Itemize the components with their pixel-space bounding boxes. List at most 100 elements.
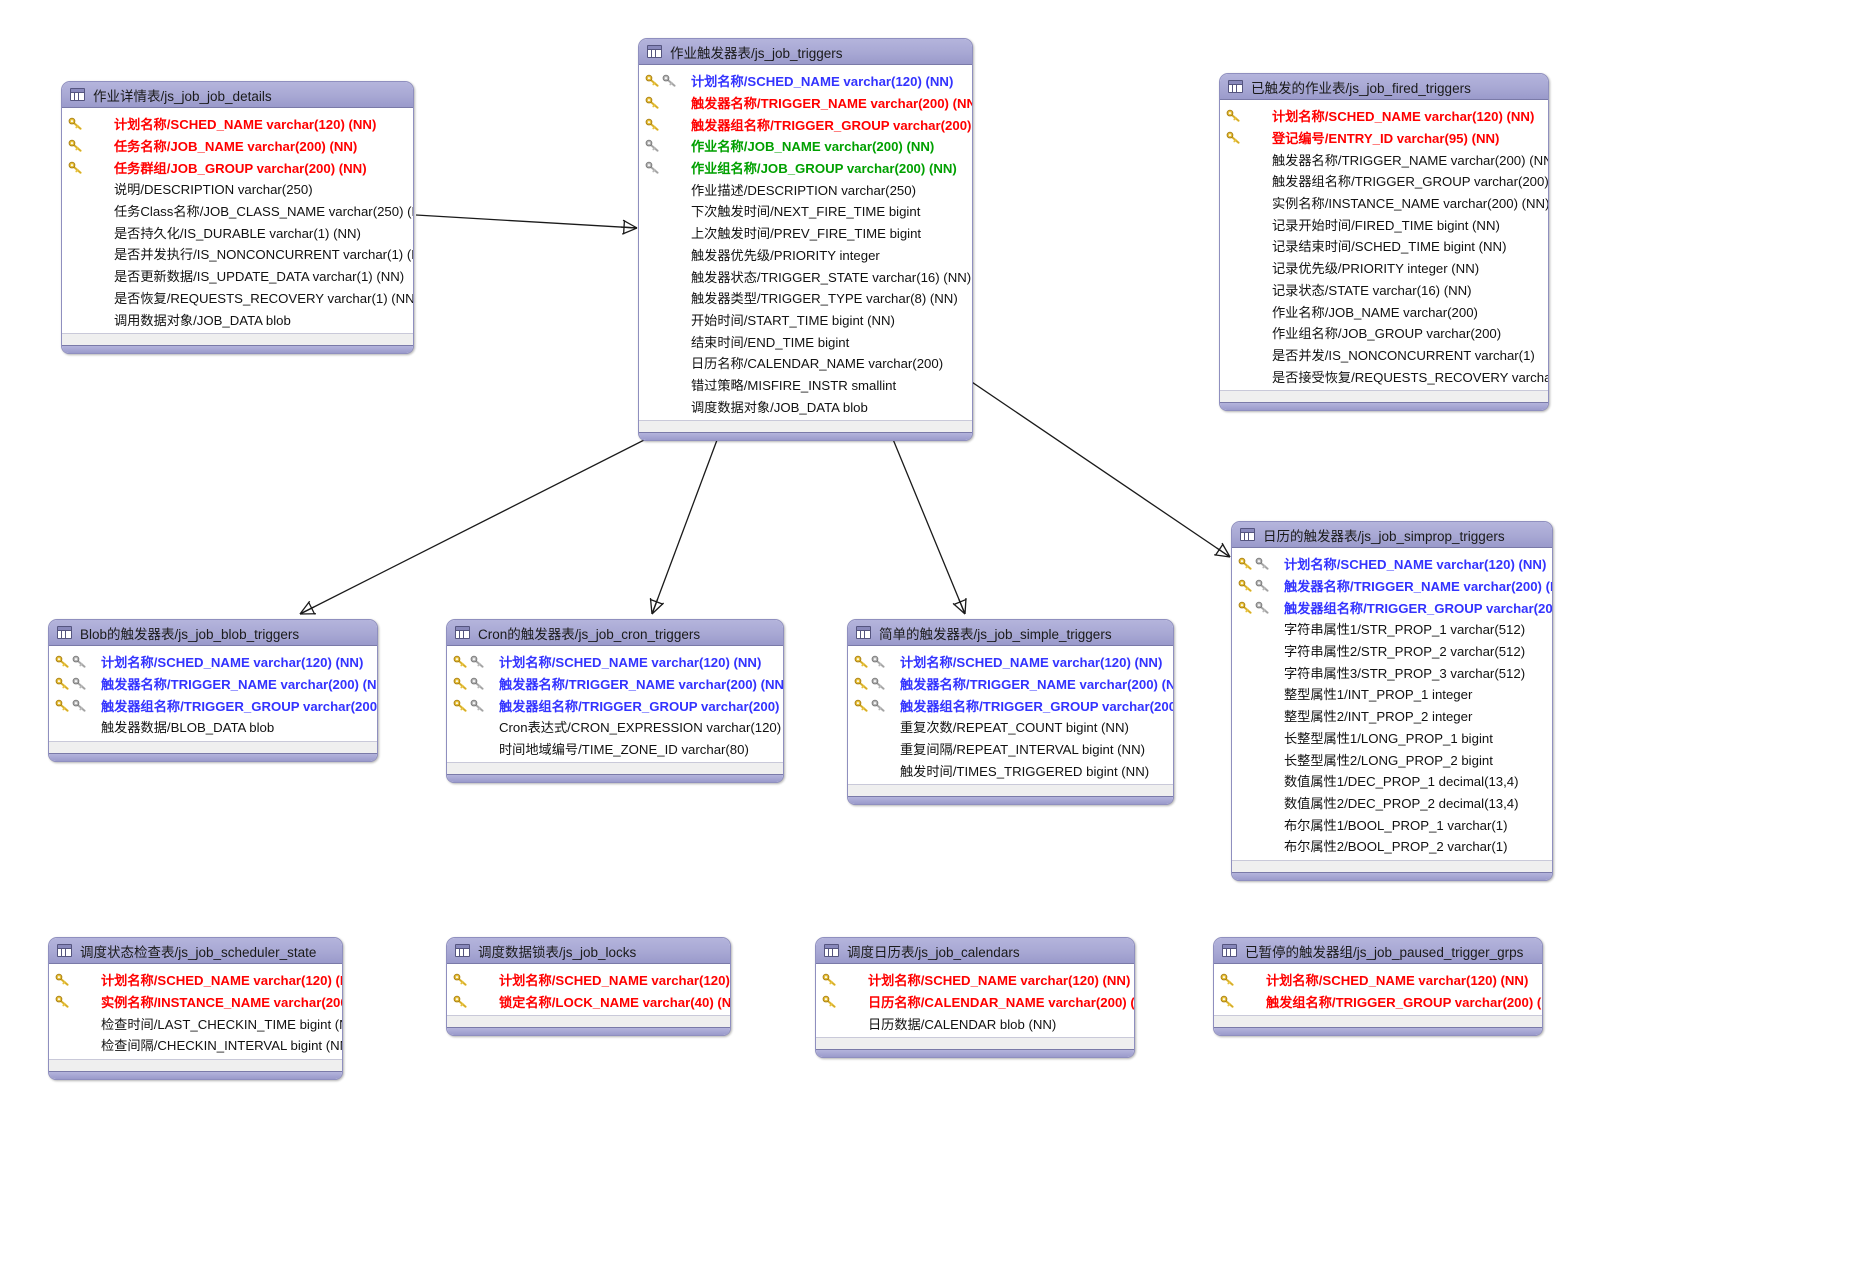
column-row[interactable]: 长整型属性2/LONG_PROP_2 bigint	[1232, 748, 1552, 770]
column-row[interactable]: 计划名称/SCHED_NAME varchar(120) (NN)	[1220, 105, 1548, 127]
column-row[interactable]: 错过策略/MISFIRE_INSTR smallint	[639, 374, 972, 396]
column-row[interactable]: 计划名称/SCHED_NAME varchar(120) (NN)	[639, 70, 972, 92]
entity-header[interactable]: 调度状态检查表/js_job_scheduler_state	[49, 938, 342, 964]
entity-header[interactable]: 作业详情表/js_job_job_details	[62, 82, 413, 108]
column-row[interactable]: 触发器名称/TRIGGER_NAME varchar(200) (NN)	[848, 673, 1173, 695]
column-row[interactable]: 触发器组名称/TRIGGER_GROUP varchar(200) (NN)	[1232, 596, 1552, 618]
column-row[interactable]: 下次触发时间/NEXT_FIRE_TIME bigint	[639, 200, 972, 222]
entity-header[interactable]: Blob的触发器表/js_job_blob_triggers	[49, 620, 377, 646]
column-row[interactable]: 作业名称/JOB_NAME varchar(200)	[1220, 300, 1548, 322]
column-row[interactable]: 是否并发执行/IS_NONCONCURRENT varchar(1) (NN)	[62, 243, 413, 265]
column-row[interactable]: 日历名称/CALENDAR_NAME varchar(200) (NN)	[816, 991, 1134, 1013]
entity-header[interactable]: 日历的触发器表/js_job_simprop_triggers	[1232, 522, 1552, 548]
column-row[interactable]: 数值属性1/DEC_PROP_1 decimal(13,4)	[1232, 770, 1552, 792]
column-row[interactable]: 计划名称/SCHED_NAME varchar(120) (NN)	[447, 969, 730, 991]
column-row[interactable]: 触发器组名称/TRIGGER_GROUP varchar(200) (NN)	[447, 694, 783, 716]
column-row[interactable]: 计划名称/SCHED_NAME varchar(120) (NN)	[62, 113, 413, 135]
column-row[interactable]: 触发器名称/TRIGGER_NAME varchar(200) (NN)	[1232, 575, 1552, 597]
entity-blob_triggers[interactable]: Blob的触发器表/js_job_blob_triggers 计划名称/SCHE…	[48, 619, 378, 762]
column-row[interactable]: Cron表达式/CRON_EXPRESSION varchar(120) (NN…	[447, 716, 783, 738]
column-row[interactable]: 计划名称/SCHED_NAME varchar(120) (NN)	[1232, 553, 1552, 575]
column-row[interactable]: 计划名称/SCHED_NAME varchar(120) (NN)	[447, 651, 783, 673]
entity-header[interactable]: 已暂停的触发器组/js_job_paused_trigger_grps	[1214, 938, 1542, 964]
column-row[interactable]: 字符串属性1/STR_PROP_1 varchar(512)	[1232, 618, 1552, 640]
entity-fired_triggers[interactable]: 已触发的作业表/js_job_fired_triggers 计划名称/SCHED…	[1219, 73, 1549, 411]
entity-calendars[interactable]: 调度日历表/js_job_calendars 计划名称/SCHED_NAME v…	[815, 937, 1135, 1059]
entity-job_details[interactable]: 作业详情表/js_job_job_details 计划名称/SCHED_NAME…	[61, 81, 414, 354]
column-row[interactable]: 记录状态/STATE varchar(16) (NN)	[1220, 279, 1548, 301]
column-row[interactable]: 是否持久化/IS_DURABLE varchar(1) (NN)	[62, 221, 413, 243]
column-row[interactable]: 长整型属性1/LONG_PROP_1 bigint	[1232, 727, 1552, 749]
column-row[interactable]: 计划名称/SCHED_NAME varchar(120) (NN)	[816, 969, 1134, 991]
column-row[interactable]: 日历名称/CALENDAR_NAME varchar(200)	[639, 352, 972, 374]
column-row[interactable]: 实例名称/INSTANCE_NAME varchar(200) (NN)	[1220, 192, 1548, 214]
entity-paused_trigger_grps[interactable]: 已暂停的触发器组/js_job_paused_trigger_grps 计划名称…	[1213, 937, 1543, 1037]
column-row[interactable]: 触发器状态/TRIGGER_STATE varchar(16) (NN)	[639, 265, 972, 287]
column-row[interactable]: 触发组名称/TRIGGER_GROUP varchar(200) (NN)	[1214, 991, 1542, 1013]
column-row[interactable]: 计划名称/SCHED_NAME varchar(120) (NN)	[49, 651, 377, 673]
column-row[interactable]: 触发器组名称/TRIGGER_GROUP varchar(200) (NN)	[639, 113, 972, 135]
column-row[interactable]: 布尔属性2/BOOL_PROP_2 varchar(1)	[1232, 835, 1552, 857]
column-row[interactable]: 数值属性2/DEC_PROP_2 decimal(13,4)	[1232, 792, 1552, 814]
column-row[interactable]: 重复次数/REPEAT_COUNT bigint (NN)	[848, 716, 1173, 738]
column-row[interactable]: 检查间隔/CHECKIN_INTERVAL bigint (NN)	[49, 1034, 342, 1056]
column-row[interactable]: 作业名称/JOB_NAME varchar(200) (NN)	[639, 135, 972, 157]
column-row[interactable]: 计划名称/SCHED_NAME varchar(120) (NN)	[848, 651, 1173, 673]
column-row[interactable]: 触发器组名称/TRIGGER_GROUP varchar(200) (NN)	[1220, 170, 1548, 192]
column-row[interactable]: 是否接受恢复/REQUESTS_RECOVERY varchar(1)	[1220, 365, 1548, 387]
column-row[interactable]: 上次触发时间/PREV_FIRE_TIME bigint	[639, 222, 972, 244]
column-row[interactable]: 触发器组名称/TRIGGER_GROUP varchar(200) (NN)	[848, 694, 1173, 716]
entity-triggers[interactable]: 作业触发器表/js_job_triggers 计划名称/SCHED_NAME v…	[638, 38, 973, 441]
column-row[interactable]: 触发器类型/TRIGGER_TYPE varchar(8) (NN)	[639, 287, 972, 309]
column-row[interactable]: 调度数据对象/JOB_DATA blob	[639, 395, 972, 417]
column-row[interactable]: 说明/DESCRIPTION varchar(250)	[62, 178, 413, 200]
entity-header[interactable]: 简单的触发器表/js_job_simple_triggers	[848, 620, 1173, 646]
column-row[interactable]: 整型属性1/INT_PROP_1 integer	[1232, 683, 1552, 705]
column-row[interactable]: 是否并发/IS_NONCONCURRENT varchar(1)	[1220, 344, 1548, 366]
column-row[interactable]: 任务群组/JOB_GROUP varchar(200) (NN)	[62, 156, 413, 178]
column-row[interactable]: 字符串属性3/STR_PROP_3 varchar(512)	[1232, 661, 1552, 683]
entity-header[interactable]: 调度数据锁表/js_job_locks	[447, 938, 730, 964]
column-row[interactable]: 是否恢复/REQUESTS_RECOVERY varchar(1) (NN)	[62, 287, 413, 309]
column-row[interactable]: 布尔属性1/BOOL_PROP_1 varchar(1)	[1232, 813, 1552, 835]
column-row[interactable]: 字符串属性2/STR_PROP_2 varchar(512)	[1232, 640, 1552, 662]
column-row[interactable]: 日历数据/CALENDAR blob (NN)	[816, 1012, 1134, 1034]
column-row[interactable]: 整型属性2/INT_PROP_2 integer	[1232, 705, 1552, 727]
column-row[interactable]: 触发时间/TIMES_TRIGGERED bigint (NN)	[848, 759, 1173, 781]
column-row[interactable]: 重复间隔/REPEAT_INTERVAL bigint (NN)	[848, 738, 1173, 760]
column-row[interactable]: 触发器名称/TRIGGER_NAME varchar(200) (NN)	[639, 92, 972, 114]
column-row[interactable]: 检查时间/LAST_CHECKIN_TIME bigint (NN)	[49, 1012, 342, 1034]
column-row[interactable]: 触发器优先级/PRIORITY integer	[639, 244, 972, 266]
entity-header[interactable]: 已触发的作业表/js_job_fired_triggers	[1220, 74, 1548, 100]
column-row[interactable]: 记录优先级/PRIORITY integer (NN)	[1220, 257, 1548, 279]
column-row[interactable]: 是否更新数据/IS_UPDATE_DATA varchar(1) (NN)	[62, 265, 413, 287]
column-row[interactable]: 任务Class名称/JOB_CLASS_NAME varchar(250) (N…	[62, 200, 413, 222]
column-row[interactable]: 记录开始时间/FIRED_TIME bigint (NN)	[1220, 213, 1548, 235]
column-row[interactable]: 触发器名称/TRIGGER_NAME varchar(200) (NN)	[1220, 148, 1548, 170]
column-row[interactable]: 作业组名称/JOB_GROUP varchar(200)	[1220, 322, 1548, 344]
entity-simprop_triggers[interactable]: 日历的触发器表/js_job_simprop_triggers 计划名称/SCH…	[1231, 521, 1553, 881]
column-row[interactable]: 结束时间/END_TIME bigint	[639, 330, 972, 352]
column-row[interactable]: 记录结束时间/SCHED_TIME bigint (NN)	[1220, 235, 1548, 257]
column-row[interactable]: 任务名称/JOB_NAME varchar(200) (NN)	[62, 135, 413, 157]
column-row[interactable]: 作业描述/DESCRIPTION varchar(250)	[639, 178, 972, 200]
column-row[interactable]: 开始时间/START_TIME bigint (NN)	[639, 309, 972, 331]
column-row[interactable]: 作业组名称/JOB_GROUP varchar(200) (NN)	[639, 157, 972, 179]
column-row[interactable]: 计划名称/SCHED_NAME varchar(120) (NN)	[49, 969, 342, 991]
column-row[interactable]: 触发器名称/TRIGGER_NAME varchar(200) (NN)	[447, 673, 783, 695]
column-row[interactable]: 实例名称/INSTANCE_NAME varchar(200) (NN)	[49, 991, 342, 1013]
entity-header[interactable]: Cron的触发器表/js_job_cron_triggers	[447, 620, 783, 646]
column-row[interactable]: 触发器组名称/TRIGGER_GROUP varchar(200) (NN)	[49, 694, 377, 716]
entity-scheduler_state[interactable]: 调度状态检查表/js_job_scheduler_state 计划名称/SCHE…	[48, 937, 343, 1080]
entity-header[interactable]: 调度日历表/js_job_calendars	[816, 938, 1134, 964]
entity-simple_triggers[interactable]: 简单的触发器表/js_job_simple_triggers 计划名称/SCHE…	[847, 619, 1174, 806]
entity-cron_triggers[interactable]: Cron的触发器表/js_job_cron_triggers 计划名称/SCHE…	[446, 619, 784, 784]
entity-header[interactable]: 作业触发器表/js_job_triggers	[639, 39, 972, 65]
column-row[interactable]: 时间地域编号/TIME_ZONE_ID varchar(80)	[447, 738, 783, 760]
entity-locks[interactable]: 调度数据锁表/js_job_locks 计划名称/SCHED_NAME varc…	[446, 937, 731, 1037]
column-row[interactable]: 调用数据对象/JOB_DATA blob	[62, 308, 413, 330]
column-row[interactable]: 触发器名称/TRIGGER_NAME varchar(200) (NN)	[49, 673, 377, 695]
column-row[interactable]: 计划名称/SCHED_NAME varchar(120) (NN)	[1214, 969, 1542, 991]
column-row[interactable]: 登记编号/ENTRY_ID varchar(95) (NN)	[1220, 127, 1548, 149]
column-row[interactable]: 锁定名称/LOCK_NAME varchar(40) (NN)	[447, 991, 730, 1013]
